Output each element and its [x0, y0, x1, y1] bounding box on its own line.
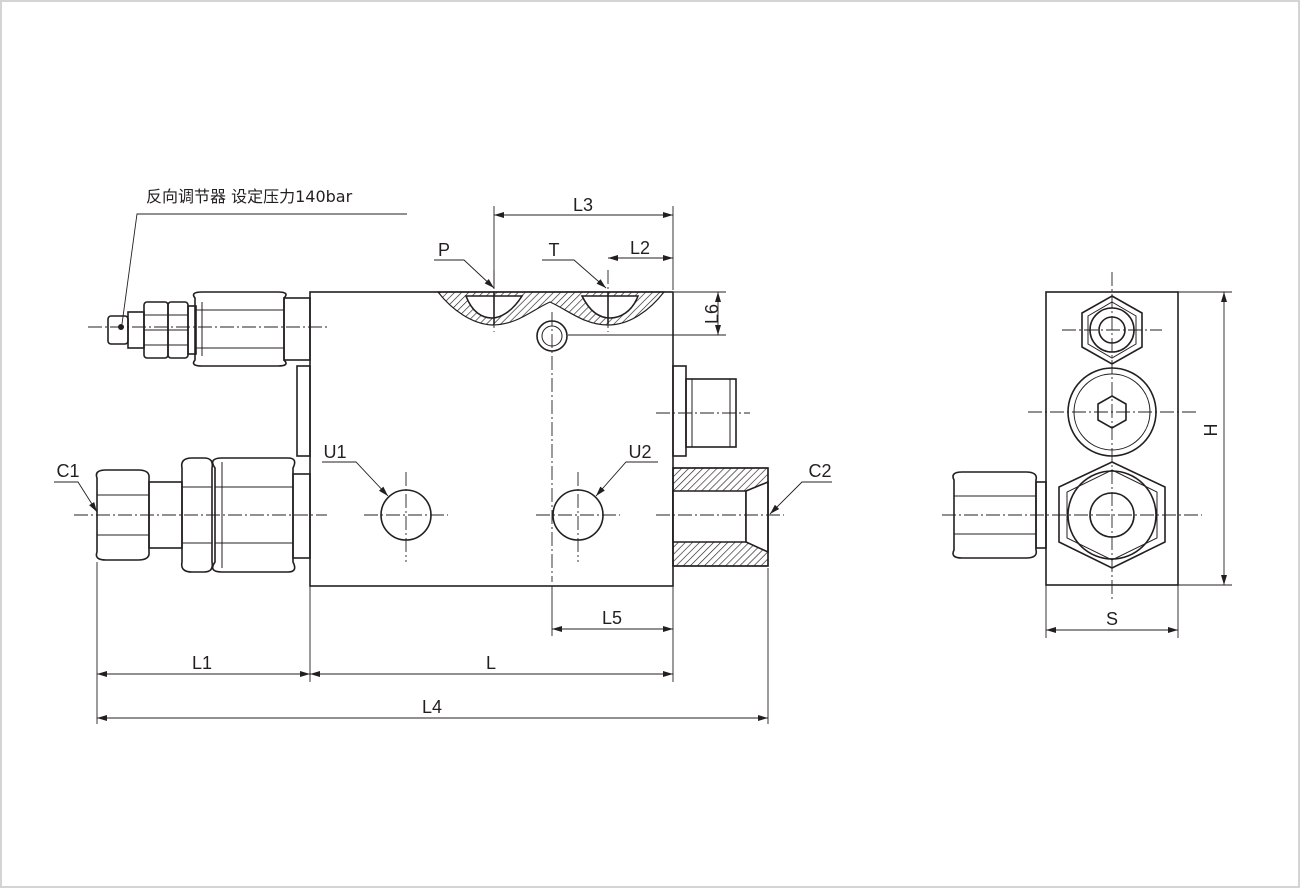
dim-h: H	[1178, 291, 1232, 586]
leader-u2: U2	[595, 442, 658, 497]
side-view: H S	[942, 272, 1232, 638]
label-l6: L6	[702, 304, 722, 324]
label-u1: U1	[323, 442, 346, 462]
label-l1: L1	[192, 653, 212, 673]
label-c2: C2	[808, 461, 831, 481]
leader-p: P	[434, 240, 495, 289]
regulator-note: 反向调节器 设定压力140bar	[146, 187, 353, 206]
leader-c1: C1	[54, 461, 98, 513]
dim-l1-l: L1 L	[96, 562, 674, 724]
dim-s: S	[1045, 585, 1179, 638]
label-u2: U2	[628, 442, 651, 462]
dim-l2: L2	[608, 238, 673, 261]
leader-c2: C2	[769, 461, 832, 515]
label-l: L	[486, 653, 496, 673]
label-l2: L2	[630, 238, 650, 258]
label-l5: L5	[602, 608, 622, 628]
valve-body	[309, 291, 674, 587]
c2-port-fitting	[672, 467, 769, 567]
label-l3: L3	[573, 195, 593, 215]
c1-fitting-assembly	[95, 457, 311, 573]
leader-u1: U1	[322, 442, 389, 497]
label-c1: C1	[56, 461, 79, 481]
reverse-regulator-assembly	[107, 291, 311, 367]
note-leader: 反向调节器 设定压力140bar	[121, 187, 407, 325]
label-s: S	[1106, 609, 1118, 629]
label-h: H	[1201, 424, 1221, 437]
dim-l5: L5	[551, 586, 674, 636]
left-side-boss	[296, 365, 311, 457]
front-view: L3 L2 P T L6 反向调节器 设定压力140bar	[54, 187, 832, 724]
dim-l3: L3	[493, 195, 674, 290]
label-l4: L4	[422, 697, 442, 717]
label-t: T	[549, 240, 560, 260]
dim-l6: L6	[568, 291, 726, 336]
right-side-plug	[672, 365, 737, 457]
top-cutaway	[436, 291, 666, 326]
label-p: P	[438, 240, 450, 260]
leader-t: T	[542, 240, 607, 289]
dim-l4: L4	[97, 568, 769, 724]
